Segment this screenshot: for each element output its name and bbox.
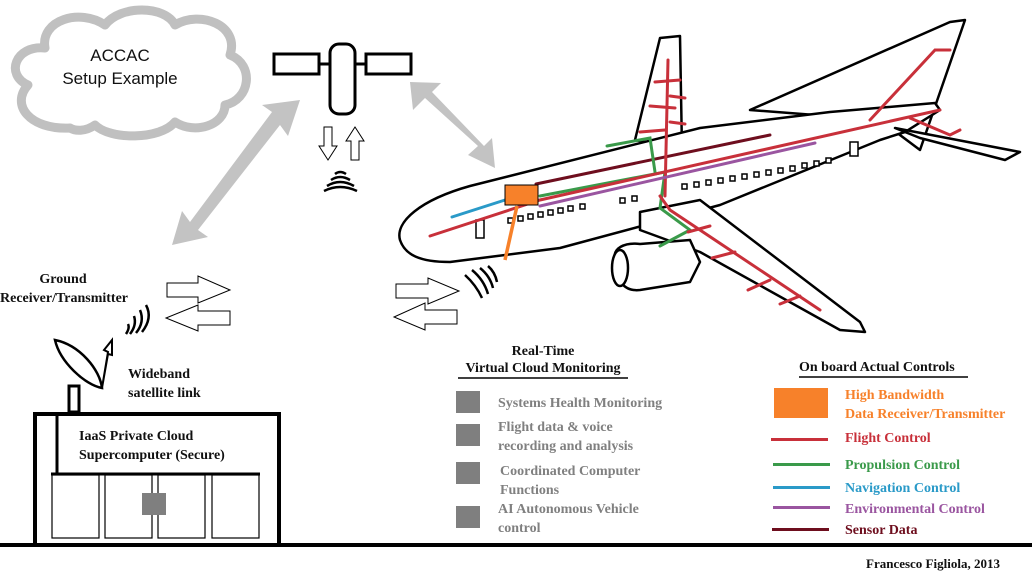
ground-receiver-label-line1: Ground bbox=[39, 272, 87, 287]
aircraft-control-lines bbox=[428, 48, 962, 312]
legend-receiver-label: High Bandwidth Data Receiver/Transmitter bbox=[845, 386, 1005, 424]
building-label-line2: Supercomputer (Secure) bbox=[79, 448, 225, 463]
monitoring-item: Flight data & voice recording and analys… bbox=[498, 418, 633, 456]
satellite-icon bbox=[272, 42, 413, 116]
monitoring-item: AI Autonomous Vehicle control bbox=[498, 500, 639, 538]
aircraft-receiver-box bbox=[504, 184, 539, 206]
legend-receiver-line2: Data Receiver/Transmitter bbox=[845, 407, 1006, 422]
building-label-line1: IaaS Private Cloud bbox=[79, 429, 194, 444]
legend-label-flight: Flight Control bbox=[845, 431, 931, 446]
cloud-title-line1: ACCAC bbox=[90, 46, 150, 65]
author-credit: Francesco Figliola, 2013 bbox=[866, 556, 1000, 571]
monitoring-heading: Real-Time Virtual Cloud Monitoring bbox=[453, 343, 633, 377]
legend-label-navigation: Navigation Control bbox=[845, 481, 961, 496]
legend-label-environmental: Environmental Control bbox=[845, 502, 985, 517]
propulsion-tail-line bbox=[605, 136, 657, 174]
aircraft-transfer-arrows-icon bbox=[392, 277, 461, 331]
legend-line-propulsion bbox=[773, 463, 830, 466]
legend-line-environmental bbox=[773, 506, 830, 509]
server-indicator bbox=[142, 493, 166, 515]
satellite-dish-icon bbox=[53, 337, 113, 414]
monitoring-item-line1: Coordinated Computer bbox=[500, 464, 641, 479]
monitoring-item-line2: control bbox=[498, 521, 541, 536]
wideband-link-label: Wideband satellite link bbox=[128, 365, 201, 403]
flight-control-stab bbox=[908, 116, 962, 137]
monitoring-item-line1: AI Autonomous Vehicle bbox=[498, 502, 639, 517]
ground-line bbox=[0, 543, 1032, 547]
monitoring-bullet bbox=[456, 391, 480, 413]
ground-receiver-label-line2: Receiver/Transmitter bbox=[0, 291, 129, 306]
satellite-aircraft-link-arrow bbox=[410, 82, 495, 168]
legend-line-sensor bbox=[772, 528, 829, 531]
aircraft-receiver-antenna bbox=[503, 205, 519, 261]
flight-control-tail bbox=[663, 58, 670, 198]
flight-control-wing bbox=[658, 194, 822, 312]
cloud-shape bbox=[10, 5, 251, 141]
legend-receiver-line1: High Bandwidth bbox=[845, 388, 945, 403]
ground-transfer-arrows-icon bbox=[164, 275, 232, 332]
ground-receiver-label: Ground Receiver/Transmitter bbox=[0, 270, 129, 308]
monitoring-item: Coordinated Computer Functions bbox=[500, 462, 640, 500]
flight-control-farwing bbox=[868, 48, 952, 122]
legend-line-flight bbox=[771, 438, 828, 441]
legend-heading: On board Actual Controls bbox=[799, 360, 955, 375]
monitoring-item: Systems Health Monitoring bbox=[498, 394, 662, 413]
aircraft-signal-icon bbox=[464, 265, 499, 299]
wideband-link-label-line2: satellite link bbox=[128, 386, 201, 401]
flight-control-line bbox=[428, 108, 942, 238]
cloud-title: ACCAC Setup Example bbox=[0, 44, 240, 90]
satellite-updown-arrows-icon bbox=[318, 126, 365, 161]
monitoring-heading-line2: Virtual Cloud Monitoring bbox=[465, 361, 621, 376]
aircraft-windows bbox=[475, 141, 859, 239]
satellite-signal-icon bbox=[323, 170, 358, 193]
monitoring-item-line2: recording and analysis bbox=[498, 439, 634, 454]
monitoring-item-line1: Systems Health Monitoring bbox=[498, 396, 663, 411]
legend-receiver-swatch bbox=[774, 388, 828, 418]
monitoring-item-line2: Functions bbox=[500, 483, 560, 498]
wideband-link-label-line1: Wideband bbox=[128, 367, 190, 382]
environmental-control-line bbox=[538, 141, 817, 208]
legend-line-navigation bbox=[773, 486, 830, 489]
monitoring-heading-line1: Real-Time bbox=[511, 344, 575, 359]
ground-signal-icon bbox=[124, 304, 150, 335]
ground-satellite-link-arrow bbox=[172, 100, 300, 245]
monitoring-bullet bbox=[456, 506, 480, 528]
monitoring-item-line1: Flight data & voice bbox=[498, 420, 613, 435]
monitoring-bullet bbox=[456, 424, 480, 446]
building-label: IaaS Private Cloud Supercomputer (Secure… bbox=[79, 427, 225, 465]
legend-label-propulsion: Propulsion Control bbox=[845, 458, 961, 473]
legend-label-sensor: Sensor Data bbox=[845, 523, 918, 538]
cloud-title-line2: Setup Example bbox=[62, 69, 178, 88]
navigation-control-line bbox=[450, 198, 507, 219]
monitoring-bullet bbox=[456, 462, 480, 484]
